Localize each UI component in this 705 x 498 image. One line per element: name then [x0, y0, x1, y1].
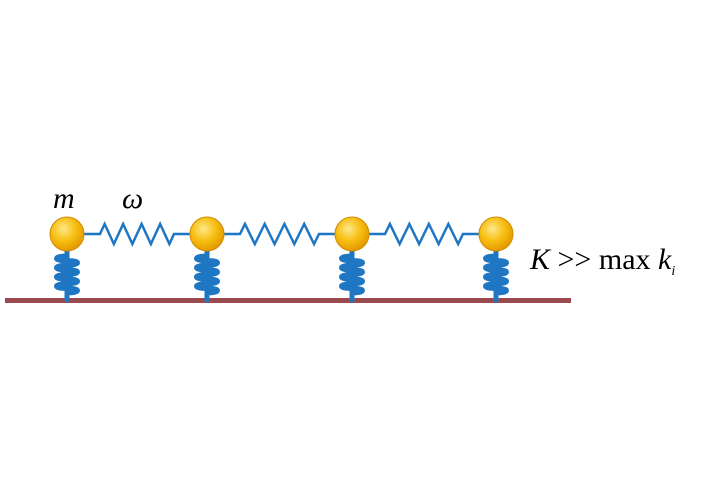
ground-line	[5, 298, 571, 303]
coupling-spring-3	[369, 221, 479, 247]
stiffness-condition-label: K >> max ki	[530, 243, 675, 280]
vertical-spring-4	[483, 246, 509, 303]
k-symbol: k	[658, 243, 672, 276]
mass-label: m	[53, 182, 75, 215]
max-word: max	[598, 243, 651, 276]
coupling-spring-2	[224, 221, 335, 247]
much-greater-symbol: >>	[550, 243, 599, 276]
mass-4	[478, 216, 514, 252]
vertical-spring-2	[194, 246, 220, 303]
mass-3	[334, 216, 370, 252]
coupling-label: ω	[122, 182, 144, 215]
coupling-spring-1	[84, 221, 190, 247]
index-i: i	[671, 264, 676, 279]
K-symbol: K	[530, 243, 551, 276]
mass-1	[49, 216, 85, 252]
vertical-spring-1	[54, 246, 80, 303]
mass-2	[189, 216, 225, 252]
vertical-spring-3	[339, 246, 365, 303]
